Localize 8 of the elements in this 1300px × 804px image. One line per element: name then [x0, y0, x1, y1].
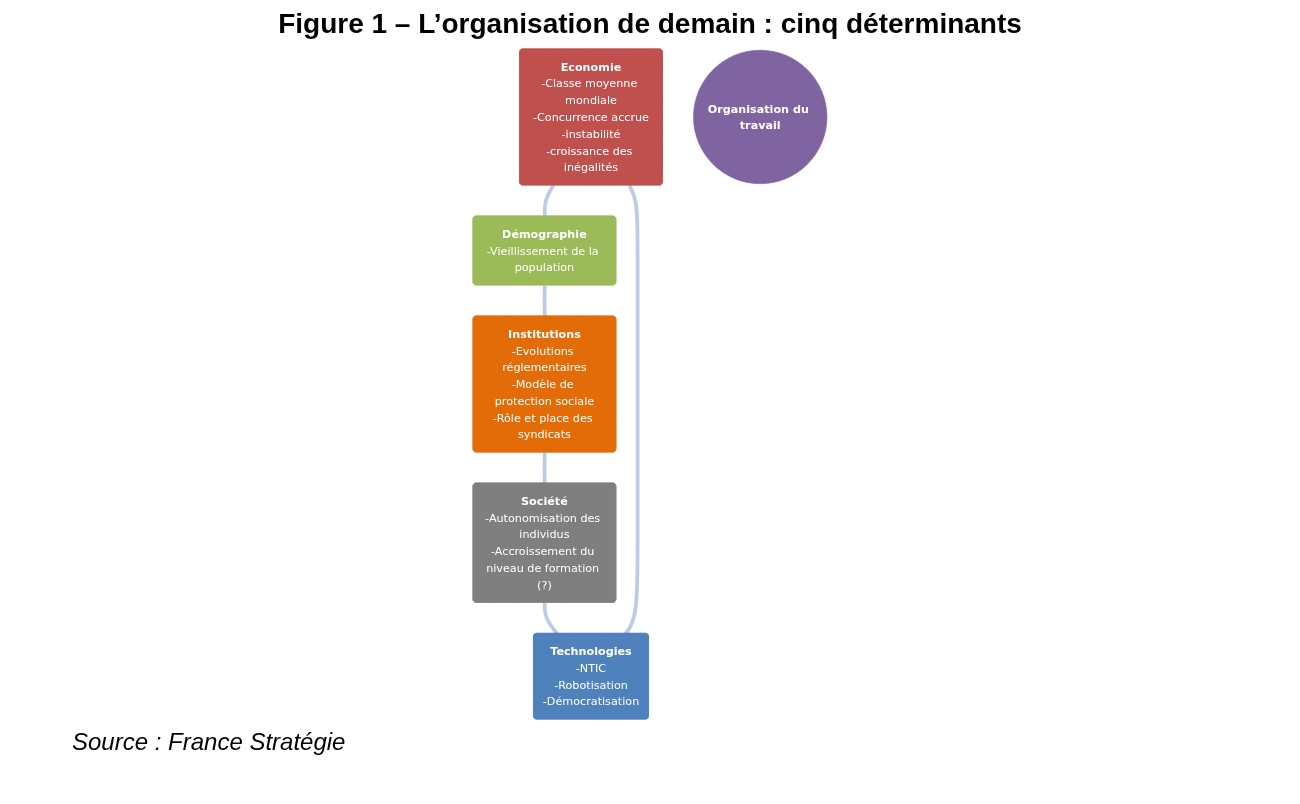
connector	[542, 602, 559, 635]
connector	[542, 285, 547, 317]
source-caption: Source : France Stratégie	[72, 728, 347, 756]
connector	[542, 452, 547, 484]
figure-title: Figure 1 – L’organisation de demain : cinq déterminants	[277, 8, 1023, 40]
connector	[542, 184, 555, 217]
node-circle: Organisation du travail	[693, 49, 828, 185]
connector	[624, 184, 640, 635]
